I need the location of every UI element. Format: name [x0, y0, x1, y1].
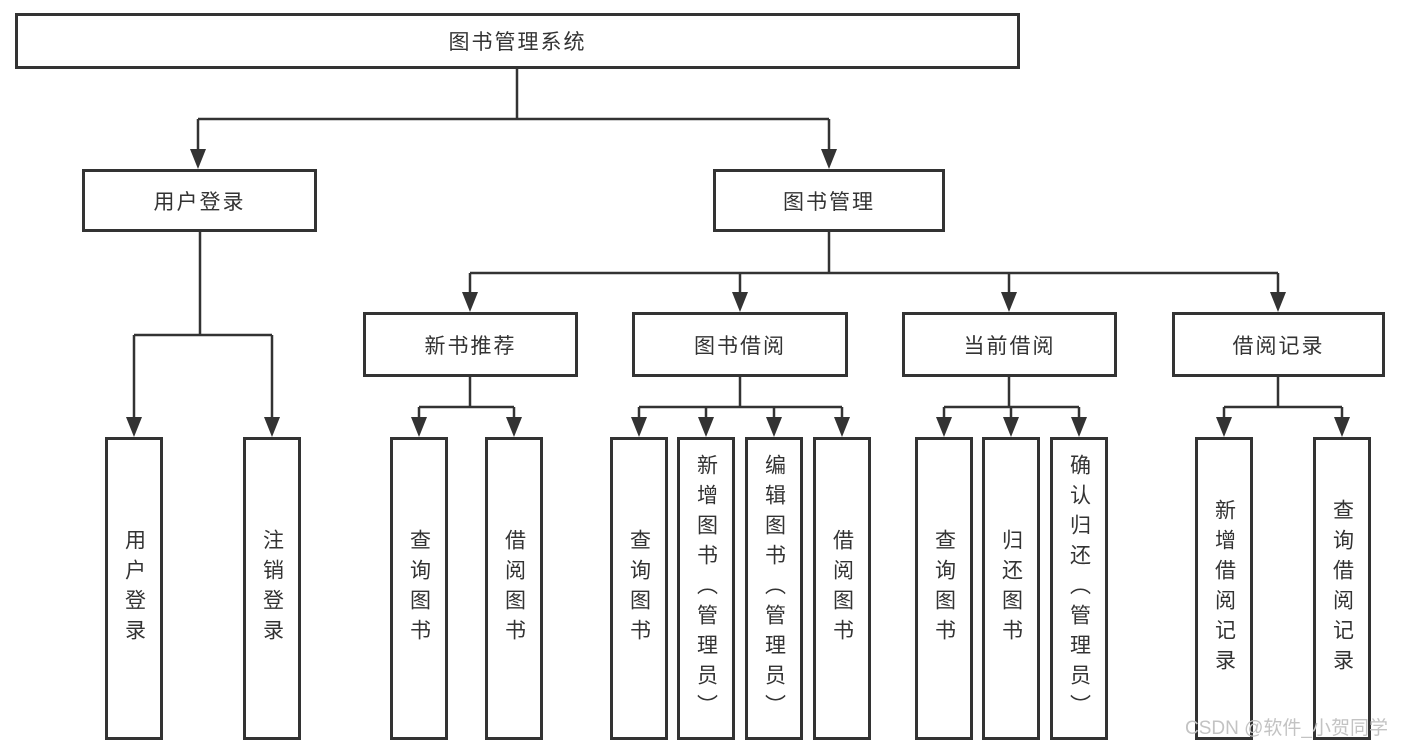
node-label: 新书推荐	[424, 334, 517, 358]
leaf-query-borrow-record: 查询借阅记录	[1313, 437, 1371, 740]
leaf-logout: 注销登录	[243, 437, 301, 740]
node-library-management-system: 图书管理系统	[15, 13, 1020, 69]
leaf-edit-books-admin: 编辑图书（管理员）	[745, 437, 803, 740]
leaf-borrow-books: 借阅图书	[813, 437, 871, 740]
node-new-book-recommendation: 新书推荐	[363, 312, 578, 377]
node-label: 借阅图书	[502, 528, 526, 649]
node-user-login: 用户登录	[82, 169, 317, 232]
node-label: 确认归还（管理员）	[1067, 453, 1091, 724]
node-current-borrowing: 当前借阅	[902, 312, 1117, 377]
node-book-borrowing: 图书借阅	[632, 312, 848, 377]
node-label: 借阅图书	[830, 528, 854, 649]
leaf-user-login: 用户登录	[105, 437, 163, 740]
node-label: 查询借阅记录	[1330, 498, 1354, 679]
csdn-watermark: CSDN @软件_小贺同学	[1185, 718, 1388, 739]
node-label: 借阅记录	[1232, 334, 1325, 358]
node-label: 用户登录	[122, 528, 146, 649]
node-borrowing-records: 借阅记录	[1172, 312, 1385, 377]
node-label: 图书借阅	[694, 334, 786, 358]
node-label: 查询图书	[932, 528, 956, 649]
node-label: 当前借阅	[963, 334, 1056, 358]
arrowheads	[126, 149, 1350, 437]
connector-paths	[132, 69, 1344, 424]
leaf-query-books: 查询图书	[915, 437, 973, 740]
leaf-add-borrow-record: 新增借阅记录	[1195, 437, 1253, 740]
node-label: 编辑图书（管理员）	[762, 453, 786, 724]
leaf-query-books: 查询图书	[390, 437, 448, 740]
leaf-add-books-admin: 新增图书（管理员）	[677, 437, 735, 740]
node-label: 新增图书（管理员）	[694, 453, 718, 724]
node-label: 图书管理	[783, 190, 875, 214]
leaf-query-books: 查询图书	[610, 437, 668, 740]
node-book-management: 图书管理	[713, 169, 945, 232]
leaf-return-books: 归还图书	[982, 437, 1040, 740]
node-label: 查询图书	[407, 528, 431, 649]
node-label: 图书管理系统	[448, 31, 587, 54]
node-label: 注销登录	[260, 528, 284, 649]
leaf-confirm-return-admin: 确认归还（管理员）	[1050, 437, 1108, 740]
node-label: 查询图书	[627, 528, 651, 649]
leaf-borrow-books: 借阅图书	[485, 437, 543, 740]
node-label: 新增借阅记录	[1212, 498, 1236, 679]
node-label: 用户登录	[153, 190, 246, 214]
node-label: 归还图书	[999, 528, 1023, 649]
